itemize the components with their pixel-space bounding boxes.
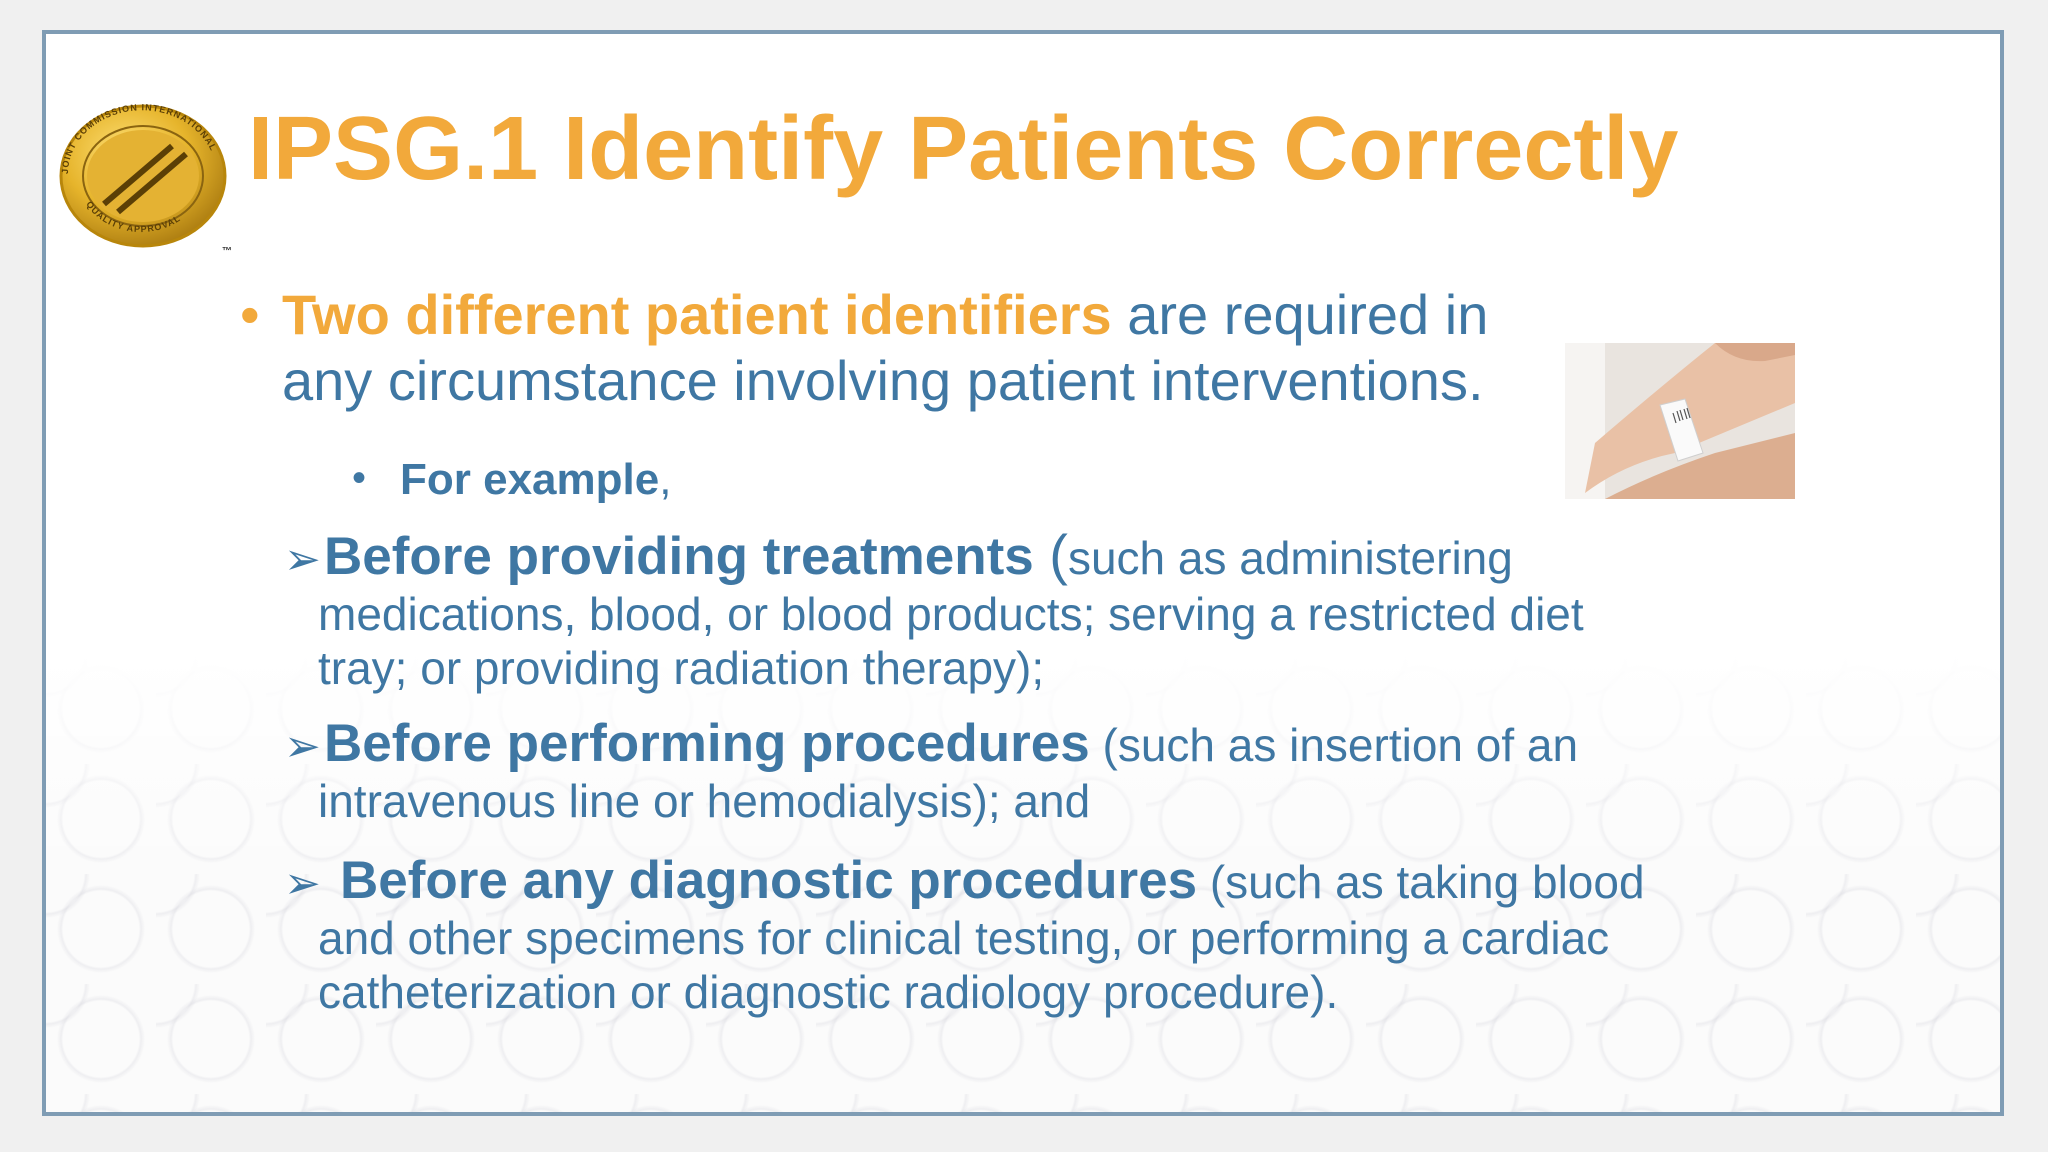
arrow-item-line1-rest: (such as insertion of an xyxy=(1089,719,1579,771)
arrow-item-bold: Before performing procedures xyxy=(324,714,1090,773)
arrow-item-line1-rest: such as administering xyxy=(1067,532,1513,584)
arrow-item-line3: tray; or providing radiation therapy); xyxy=(318,642,1045,694)
arrow-bullet-icon: ➢ xyxy=(284,859,321,908)
sub-bullet-dot: • xyxy=(352,456,367,500)
arrow-item-bold: Before providing treatments xyxy=(324,527,1034,586)
arrow-item-line2: intravenous line or hemodialysis); and xyxy=(318,775,1091,827)
arrow-bullet-icon: ➢ xyxy=(284,722,321,771)
background-pattern-fade xyxy=(46,654,2000,874)
slide: JOINT COMMISSION INTERNATIONAL QUALITY A… xyxy=(42,30,2004,1116)
arrow-item-line1-rest: (such as taking blood xyxy=(1197,856,1645,908)
main-bullet-line1-rest: are required in xyxy=(1111,283,1489,346)
arrow-bullet-icon: ➢ xyxy=(284,535,321,584)
main-bullet-dot: • xyxy=(240,283,260,346)
arrow-item-line2: and other specimens for clinical testing… xyxy=(318,912,1610,964)
arrow-item-line2: medications, blood, or blood products; s… xyxy=(318,588,1584,640)
jci-seal-logo: JOINT COMMISSION INTERNATIONAL QUALITY A… xyxy=(59,102,232,257)
arrow-item-diagnostic: ➢ Before any diagnostic procedures (such… xyxy=(284,854,1645,1019)
arrow-item-procedures: ➢Before performing procedures (such as i… xyxy=(284,717,1578,828)
arrow-item-bold: Before any diagnostic procedures xyxy=(340,851,1198,910)
sub-bullet: • For example, xyxy=(352,452,672,508)
main-bullet: • Two different patient identifiers are … xyxy=(240,282,1489,414)
sub-bullet-bold: For example xyxy=(400,455,660,504)
arrow-item-treatments: ➢Before providing treatments (such as ad… xyxy=(284,527,1584,695)
seal-tm: ™ xyxy=(222,246,232,257)
main-bullet-lead: Two different patient identifiers xyxy=(282,283,1112,346)
wristband-photo xyxy=(1565,343,1795,499)
arrow-item-line3: catheterization or diagnostic radiology … xyxy=(318,966,1339,1018)
main-bullet-line2: any circumstance involving patient inter… xyxy=(282,349,1484,412)
arrow-item-paren: ( xyxy=(1033,523,1068,586)
slide-title: IPSG.1 Identify Patients Correctly xyxy=(248,99,1679,199)
sub-bullet-rest: , xyxy=(659,455,672,504)
